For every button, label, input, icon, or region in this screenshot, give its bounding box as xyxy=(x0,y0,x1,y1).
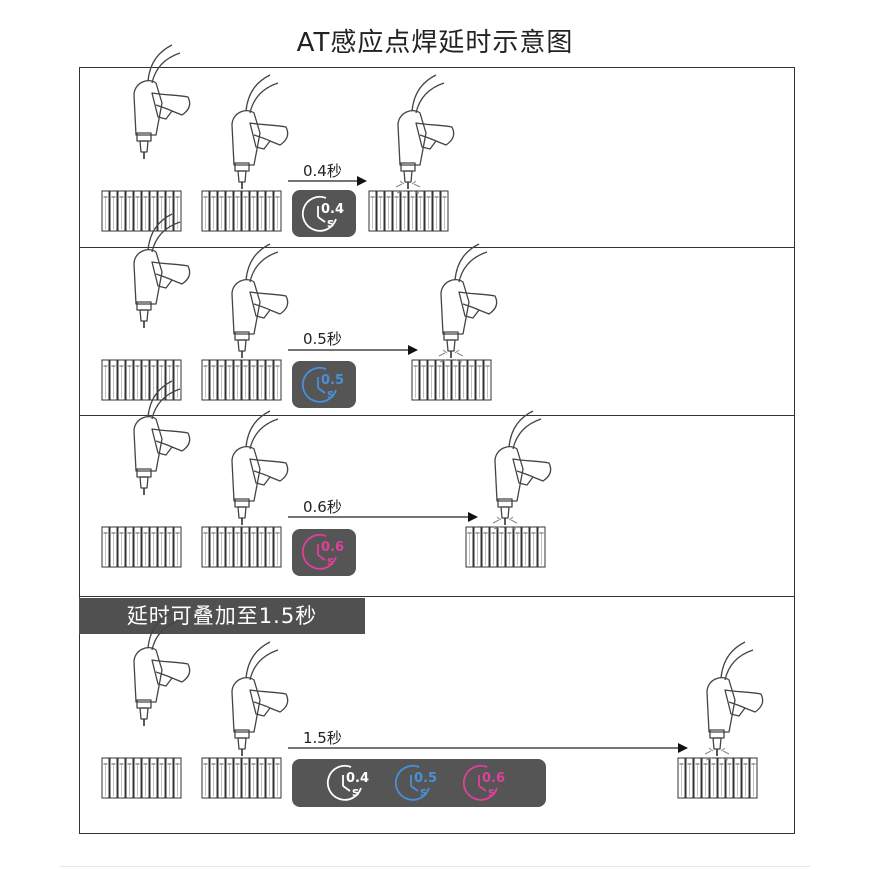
soldering-gun-icon xyxy=(231,243,289,358)
battery-pack-icon xyxy=(411,359,492,401)
soldering-gun-icon xyxy=(438,243,498,363)
soldering-gun-icon xyxy=(133,44,191,159)
soldering-gun-icon xyxy=(704,641,764,761)
battery-pack-icon xyxy=(677,757,758,799)
clock-timer-icon: 0.5s xyxy=(301,366,344,403)
svg-text:s: s xyxy=(420,785,427,799)
battery-pack-icon xyxy=(201,526,282,568)
arrow-right-icon xyxy=(288,743,688,753)
delay-label-row-1: 0.4秒 xyxy=(303,162,342,180)
clock-timer-icon: 0.6s xyxy=(301,533,344,570)
svg-text:s: s xyxy=(352,785,359,799)
soldering-gun-icon xyxy=(133,611,191,726)
svg-text:0.6: 0.6 xyxy=(321,540,344,555)
arrow-right-icon xyxy=(288,176,367,186)
clock-timer-icon: 0.5s xyxy=(394,764,437,801)
soldering-gun-icon xyxy=(231,74,289,189)
soldering-gun-icon xyxy=(492,410,552,530)
arrow-right-icon xyxy=(288,345,418,355)
clock-timer-icon: 0.6s xyxy=(462,764,505,801)
svg-text:s: s xyxy=(327,554,334,568)
arrow-right-icon xyxy=(288,512,478,522)
battery-pack-icon xyxy=(101,359,182,401)
soldering-gun-icon xyxy=(133,380,191,495)
diagram-frame xyxy=(79,67,795,834)
clock-timer-icon: 0.4s xyxy=(326,764,369,801)
delay-label-row-3: 0.6秒 xyxy=(303,498,342,516)
soldering-gun-icon xyxy=(395,74,455,194)
battery-pack-icon xyxy=(201,359,282,401)
row-divider xyxy=(79,247,795,248)
battery-pack-icon xyxy=(101,526,182,568)
battery-pack-icon xyxy=(101,757,182,799)
svg-text:0.4: 0.4 xyxy=(346,771,369,786)
svg-text:s: s xyxy=(327,387,334,401)
page-title: AT感应点焊延时示意图 xyxy=(296,28,574,58)
row-divider xyxy=(79,596,795,597)
battery-pack-icon xyxy=(101,190,182,232)
delay-label-row-4: 1.5秒 xyxy=(303,729,342,747)
battery-pack-icon xyxy=(201,757,282,799)
row-divider xyxy=(79,415,795,416)
stack-note-banner: 延时可叠加至1.5秒 xyxy=(79,598,365,634)
soldering-gun-icon xyxy=(231,641,289,756)
battery-pack-icon xyxy=(368,190,449,232)
delay-label-row-2: 0.5秒 xyxy=(303,330,342,348)
battery-pack-icon xyxy=(201,190,282,232)
clock-timer-icon: 0.4s xyxy=(301,195,344,232)
svg-text:s: s xyxy=(327,216,334,230)
svg-text:0.6: 0.6 xyxy=(482,771,505,786)
svg-text:s: s xyxy=(488,785,495,799)
soldering-gun-icon xyxy=(133,213,191,328)
footer-divider xyxy=(60,866,810,867)
battery-pack-icon xyxy=(465,526,546,568)
svg-text:0.5: 0.5 xyxy=(414,771,437,786)
svg-text:0.4: 0.4 xyxy=(321,202,344,217)
svg-text:0.5: 0.5 xyxy=(321,373,344,388)
soldering-gun-icon xyxy=(231,410,289,525)
